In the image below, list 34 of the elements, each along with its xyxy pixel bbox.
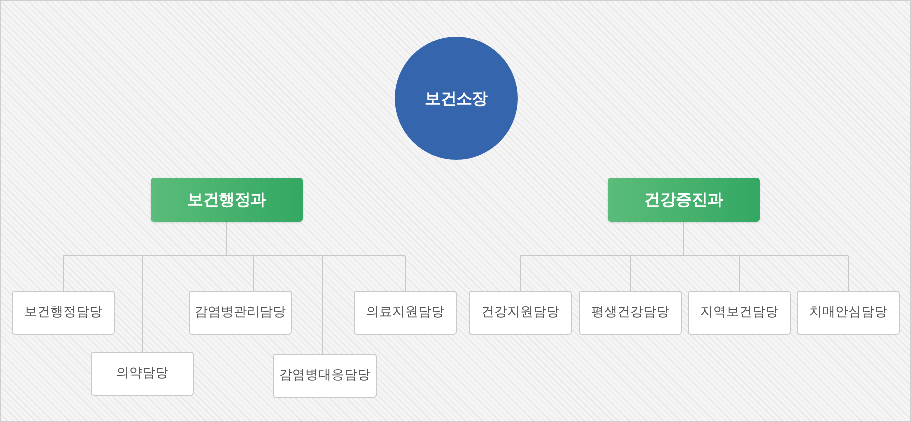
team-label: 지역보건담당 xyxy=(700,305,778,321)
team-box xyxy=(354,291,457,335)
connector-line xyxy=(739,256,740,292)
connector-line xyxy=(848,256,849,292)
connector-line xyxy=(142,256,143,352)
team-label: 의료지원담당 xyxy=(366,305,444,321)
team-label: 감염병대응담당 xyxy=(280,368,370,384)
connector-line xyxy=(630,256,631,292)
team-label: 치매안심담당 xyxy=(810,305,888,321)
team-box xyxy=(189,291,292,335)
connector-line xyxy=(322,256,324,354)
team-box xyxy=(273,354,377,398)
connector-line xyxy=(63,256,64,292)
team-label: 감염병관리담당 xyxy=(195,305,286,321)
team-box xyxy=(797,291,900,335)
team-label: 평생건강담당 xyxy=(592,305,670,321)
director-label: 보건소장 xyxy=(425,88,488,108)
connector-line xyxy=(520,256,521,292)
department-box xyxy=(608,178,760,222)
connector-line xyxy=(405,256,406,292)
team-box xyxy=(688,291,791,335)
team-label: 보건행정담당 xyxy=(24,305,102,321)
connector-line xyxy=(520,222,849,256)
team-label: 의약담당 xyxy=(116,366,168,382)
connector-line xyxy=(63,222,406,256)
team-box xyxy=(469,291,572,335)
team-box xyxy=(12,291,115,335)
department-label: 보건행정과 xyxy=(188,190,266,210)
department-label: 건강증진과 xyxy=(644,190,724,210)
team-box xyxy=(91,352,194,396)
team-label: 건강지원담당 xyxy=(482,305,560,321)
team-box xyxy=(579,291,682,335)
director-circle xyxy=(395,37,518,160)
department-box xyxy=(151,178,303,222)
